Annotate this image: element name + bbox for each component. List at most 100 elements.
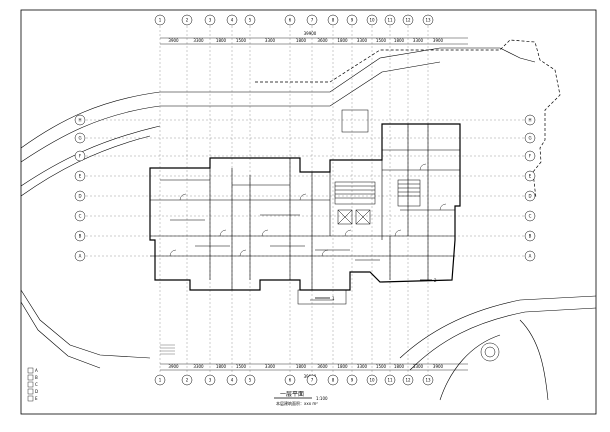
legend-box [27, 367, 34, 374]
axis-bubble-left: G [74, 132, 86, 144]
drawing-note: 本层建筑面积：xxx m² [276, 400, 318, 406]
axis-bubble-bottom: 4 [226, 374, 238, 386]
axis-bubble-label: F [79, 154, 82, 159]
axis-bubble-label: D [78, 194, 81, 199]
axis-bubble-circle [402, 374, 414, 386]
dimension-label: 3900 [168, 38, 179, 43]
axis-bubble-left: D [74, 190, 86, 202]
dimension-label: 1500 [376, 364, 387, 369]
axis-bubble-label: C [79, 214, 82, 219]
axis-bubble-label: G [78, 136, 81, 141]
door-swing [344, 229, 352, 237]
axis-grid-vertical [159, 26, 429, 372]
axis-bubble-circle [154, 374, 166, 386]
axis-bubble-circle [74, 150, 86, 162]
drawing-title-block: 一层平面 1:100 本层建筑面积：xxx m² [274, 391, 328, 406]
axis-bubble-label: 6 [289, 378, 292, 383]
axis-bubble-bottom: 13 [422, 374, 434, 386]
dimension-label: 3300 [193, 364, 204, 369]
axis-bubble-label: 3 [209, 378, 212, 383]
dimension-label: 1800 [394, 364, 405, 369]
axis-bubble-label: 1 [159, 18, 162, 23]
axis-bubble-label: 4 [231, 378, 234, 383]
total-dim-top: 39900 [304, 31, 317, 36]
axis-bubble-bottom: 10 [366, 374, 378, 386]
axis-bubble-circle [422, 374, 434, 386]
axis-bubble-circle [74, 114, 86, 126]
axis-bubble-circle [204, 374, 216, 386]
dimension-label: 1800 [216, 364, 227, 369]
axis-bubble-bottom: 12 [402, 374, 414, 386]
axis-bubble-circle [181, 374, 193, 386]
legend-box [27, 388, 34, 395]
axis-bubble-circle [524, 190, 536, 202]
door-swing [419, 163, 427, 171]
dimension-label: 1500 [376, 38, 387, 43]
dimension-label: 1800 [296, 38, 307, 43]
dimension-label: 3900 [433, 38, 444, 43]
legend-box [27, 381, 34, 388]
axis-bubble-circle [524, 250, 536, 262]
axis-bubble-circle [327, 374, 339, 386]
axis-bubble-label: 2 [186, 378, 189, 383]
door-swing [169, 249, 177, 257]
axis-bubble-bottom: 5 [244, 374, 256, 386]
axis-bubble-bottom: 1 [154, 374, 166, 386]
axis-bubble-left: B [74, 230, 86, 242]
drawing-scale: 1:100 [316, 396, 328, 401]
legend-label: B [35, 375, 38, 380]
axis-bubble-top: 10 [366, 14, 378, 26]
axis-bubble-circle [524, 150, 536, 162]
axis-bubble-top: 13 [422, 14, 434, 26]
legend-label: C [35, 382, 38, 387]
axis-bubble-top: 2 [181, 14, 193, 26]
dimension-label: 1800 [216, 38, 227, 43]
axis-bubble-label: G [528, 136, 531, 141]
axis-bubble-top: 3 [204, 14, 216, 26]
axis-bubble-circle [306, 374, 318, 386]
axis-bubble-top: 11 [384, 14, 396, 26]
axis-bubble-circle [524, 230, 536, 242]
axis-bubble-label: 1 [159, 378, 162, 383]
axis-bubble-circle [204, 14, 216, 26]
section-mark-2: 2 [420, 278, 437, 283]
axis-bubble-top: 4 [226, 14, 238, 26]
axis-bubble-label: E [529, 174, 532, 179]
axis-bubble-label: 5 [249, 378, 252, 383]
dimension-label: 1500 [236, 38, 247, 43]
axis-bubble-label: 2 [186, 18, 189, 23]
site-roundabout [480, 342, 500, 362]
axis-bubble-circle [422, 14, 434, 26]
door-swing [239, 249, 247, 257]
axis-bubble-bottom: 6 [284, 374, 296, 386]
drawing-title: 一层平面 [280, 391, 304, 398]
dimension-label: 1800 [337, 364, 348, 369]
axis-bubble-bottom: 9 [346, 374, 358, 386]
legend-box [27, 374, 34, 381]
axis-bubble-circle [74, 230, 86, 242]
axis-bubble-left: E [74, 170, 86, 182]
door-swing [439, 203, 447, 211]
axis-bubble-right: B [524, 230, 536, 242]
site-boundary [20, 47, 597, 401]
axis-bubble-label: 10 [369, 378, 375, 383]
axis-bubble-circle [244, 14, 256, 26]
axis-bubble-top: 1 [154, 14, 166, 26]
axis-bubble-circle [524, 132, 536, 144]
axis-bubble-circle [74, 250, 86, 262]
door-swing [299, 193, 307, 201]
axis-bubble-label: C [529, 214, 532, 219]
dimension-label: 3300 [265, 38, 276, 43]
axis-bubble-label: 3 [209, 18, 212, 23]
axis-bubble-bottom: 3 [204, 374, 216, 386]
axis-bubble-top: 8 [327, 14, 339, 26]
dimension-label: 3300 [193, 38, 204, 43]
axis-bubble-left: H [74, 114, 86, 126]
